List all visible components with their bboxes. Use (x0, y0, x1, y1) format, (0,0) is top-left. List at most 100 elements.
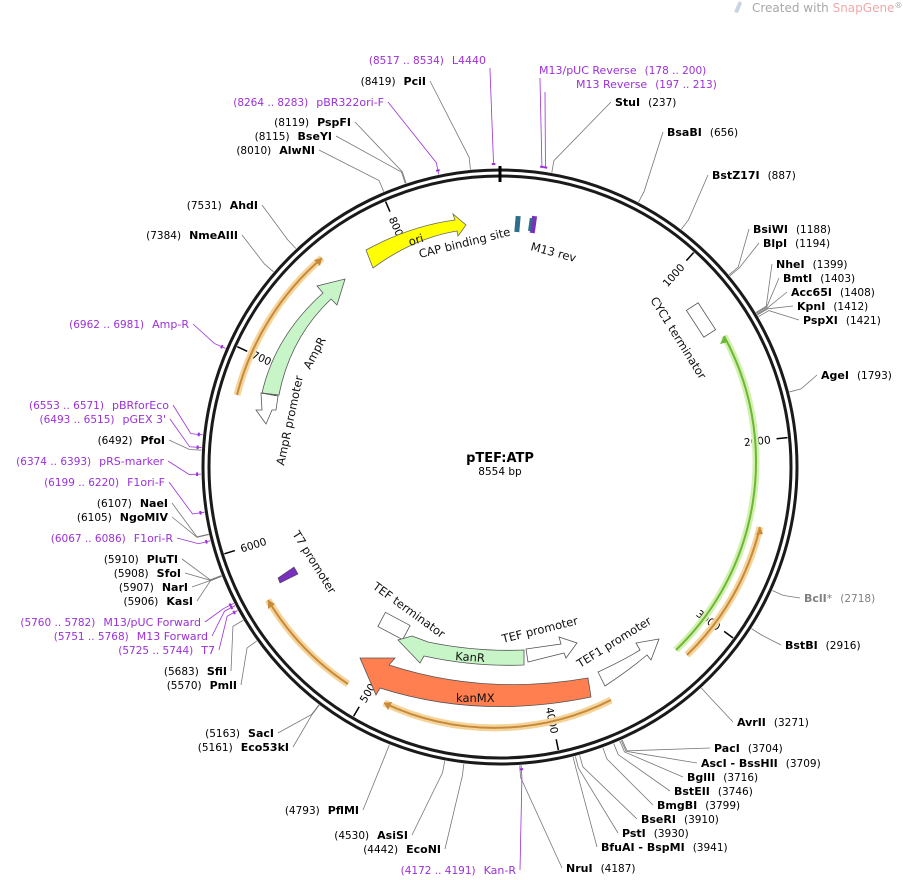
site-labels: StuI(237) BsaBI(656) BstZ17I(887) BsiWI(118… (16, 54, 892, 877)
site-text: (5751 .. 5768)M13 Forward (54, 630, 208, 643)
site-pos: (6553 .. 6571) (29, 400, 104, 412)
site-text: NheI(1399) (776, 258, 848, 271)
site-name: pBR322ori-F (316, 96, 384, 109)
feature-ampr-promoter-dash (261, 392, 279, 397)
site-pos: (197 .. 213) (655, 79, 717, 91)
plasmid-name: pTEF:ATP (466, 451, 534, 466)
site-pos: (1421) (846, 315, 881, 327)
site-label-nrui: NruI(4187) (566, 862, 635, 875)
site-text: BglII(3716) (687, 771, 758, 784)
site-label-pflmi: (4793)PflMI (285, 804, 359, 817)
site-name: SfoI (157, 567, 181, 580)
site-pos: (5908) (114, 568, 149, 580)
site-name: AgeI (821, 369, 849, 382)
site-name: BmgBI (657, 799, 697, 812)
site-text: (4530)AsiSI (334, 829, 408, 842)
site-pos: (3746) (718, 786, 753, 798)
leader-line (196, 575, 222, 602)
site-name: BsiWI (753, 223, 788, 236)
site-text: (6962 .. 6981)Amp-R (69, 318, 189, 331)
tick-mark (776, 436, 788, 440)
site-name: BfuAI - BspMI (601, 841, 685, 854)
site-text: (8264 .. 8283) pBR322ori-F (233, 96, 384, 109)
leader-line (241, 234, 274, 273)
feature-cyc1 (685, 302, 717, 338)
site-name: M13/pUC Reverse (539, 64, 637, 77)
site-text: (8115)BseYI (255, 130, 332, 143)
site-label-bsiwi: BsiWI(1188) (753, 223, 831, 236)
feature-t7 (277, 566, 299, 584)
site-name: NaeI (140, 497, 168, 510)
site-label-nmeaiii: (7384)NmeAIII (146, 229, 238, 242)
site-text: (8119)PspFI (274, 116, 351, 129)
site-text: BlpI(1194) (763, 237, 830, 250)
tick-mark (555, 739, 560, 751)
site-label-f1ori-f: (6199 .. 6220)F1ori-F (44, 476, 165, 489)
orf-tef (686, 526, 761, 656)
site-pos: (3271) (774, 717, 809, 729)
site-label-stui: StuI(237) (615, 96, 676, 109)
site-text: PacI(3704) (714, 742, 783, 755)
leader-line (755, 263, 773, 313)
site-text: BsaBI(656) (667, 126, 738, 139)
site-text: (5163)SacI (205, 727, 274, 740)
site-text: (7384)NmeAIII (146, 229, 238, 242)
site-label-nari: (5907)NarI (119, 581, 188, 594)
site-pos: (1408) (840, 287, 875, 299)
site-text: AvrII(3271) (737, 716, 809, 729)
site-label-bglii: BglII(3716) (687, 771, 758, 784)
primer-mark (543, 166, 548, 169)
site-text: (5161) Eco53kI (198, 741, 289, 754)
site-pos: (4442) (363, 844, 398, 856)
site-pos: (4172 .. 4191) (401, 865, 476, 877)
site-pos: (6962 .. 6981) (69, 319, 144, 331)
site-pos: (6067 .. 6086) (51, 533, 126, 545)
site-label-amp-r: (6962 .. 6981)Amp-R (69, 318, 189, 331)
leader-line (167, 460, 202, 475)
site-text: BseRI(3910) (641, 813, 719, 826)
site-text: (4793)PflMI (285, 804, 359, 817)
site-text: (6067 .. 6086)F1ori-R (51, 532, 174, 545)
site-text: BstZ17I(887) (712, 169, 796, 182)
site-pos: (7531) (187, 200, 222, 212)
site-name: AsiSI (377, 829, 408, 842)
site-label-sfoi: (5908) SfoI (114, 567, 181, 580)
feature-tef-terminator-label: TEF terminator (369, 579, 448, 641)
leader-line (171, 516, 209, 538)
orf-cyc1 (675, 335, 758, 651)
site-pos: (8264 .. 8283) (233, 97, 308, 109)
leader-line (701, 687, 734, 723)
orf-t7-arrow (268, 600, 275, 609)
site-label-paci: PacI(3704) (714, 742, 783, 755)
site-pos: (8119) (274, 117, 309, 129)
site-text: (8517 .. 8534)L4440 (369, 54, 486, 67)
brand-text: Created with SnapGene® (752, 1, 902, 15)
site-pos: (5906) (123, 596, 158, 608)
orf-cyc1-arrow (720, 336, 728, 344)
feature-ori-label: ori (407, 231, 426, 249)
site-label-bmgbi: BmgBI(3799) (657, 799, 740, 812)
site-pos: (5683) (164, 666, 199, 678)
site-text: (8419)PciI (361, 75, 426, 88)
site-label-pluti: (5910)PluTI (104, 553, 178, 566)
site-label-bfuai-bspmi: BfuAI - BspMI(3941) (601, 841, 728, 854)
site-text: (5725 .. 5744)T7 (118, 644, 215, 657)
site-label-naei: (6107)NaeI (97, 497, 168, 510)
leader-line (292, 704, 320, 748)
site-label-pbrforeco: (6553 .. 6571)pBRforEco (29, 399, 169, 412)
site-pos: (6374 .. 6393) (16, 456, 91, 468)
site-star: * (827, 592, 833, 605)
tick-mark (224, 549, 236, 555)
site-label-kan-r: (4172 .. 4191)Kan-R (401, 864, 517, 877)
site-pos: (5161) (198, 742, 233, 754)
leader-line (751, 628, 782, 646)
site-name: Eco53kI (241, 741, 289, 754)
site-name: BstZ17I (712, 169, 760, 182)
site-pos: (1194) (795, 238, 830, 250)
site-pos: (8010) (236, 145, 271, 157)
leader-line (261, 204, 297, 249)
tick-mark (236, 346, 248, 352)
site-label-prs-marker: (6374 .. 6393)pRS-marker (16, 455, 164, 468)
site-pos: (8517 .. 8534) (369, 55, 444, 67)
leader-line (181, 558, 222, 581)
